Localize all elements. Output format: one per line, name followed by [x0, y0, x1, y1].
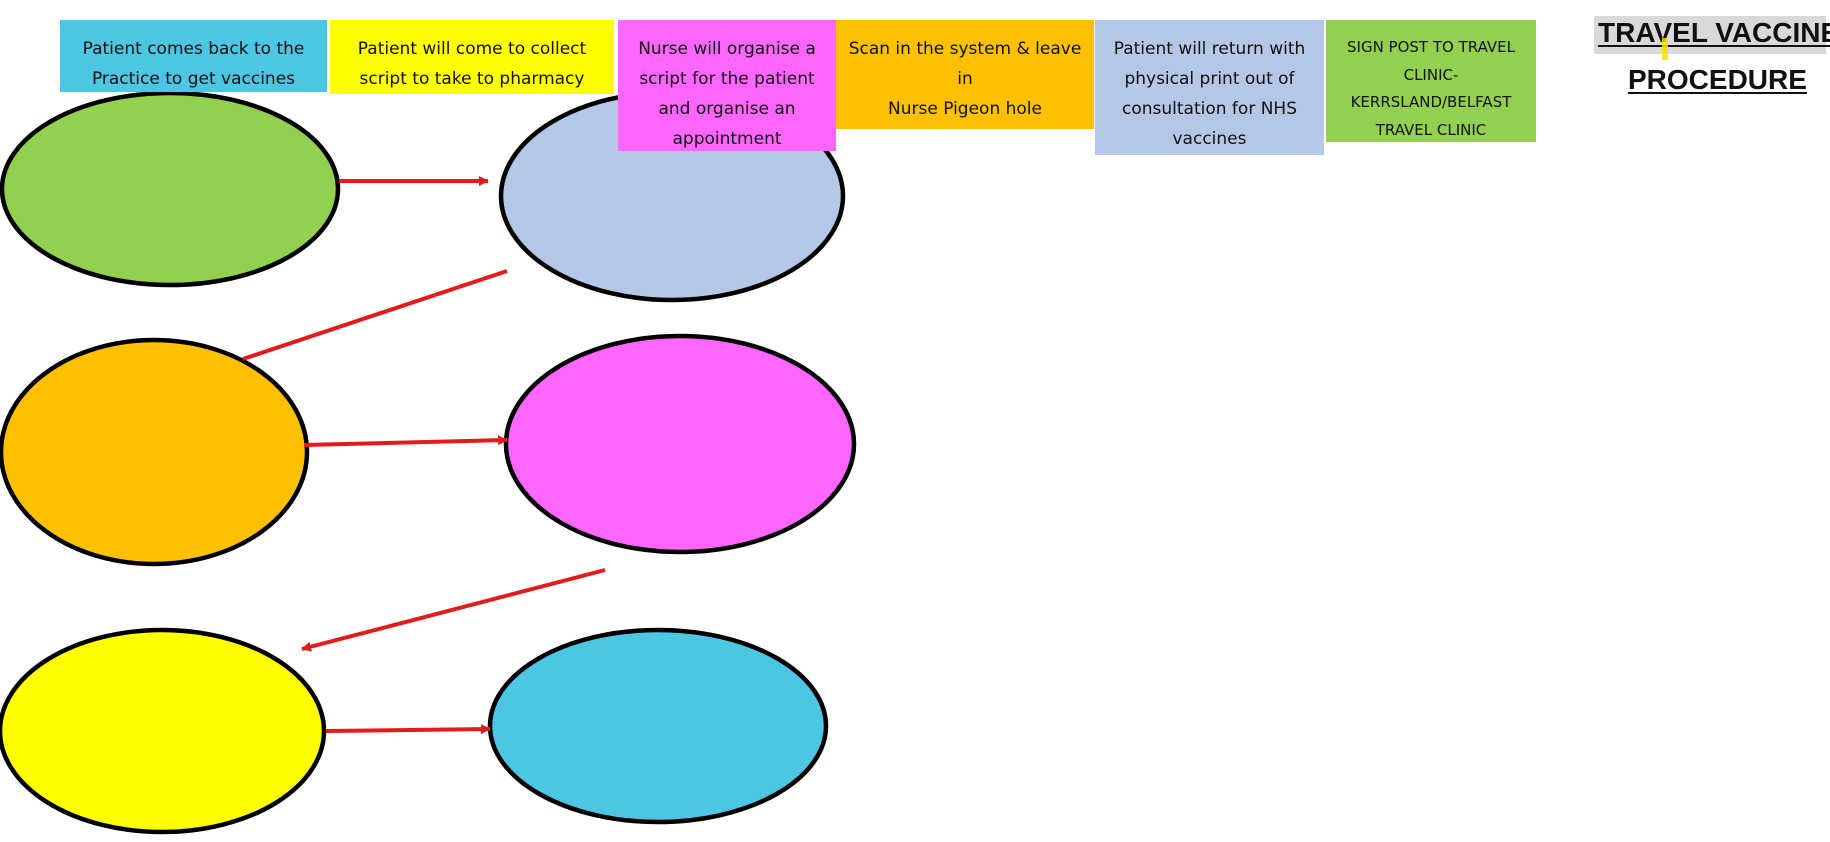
legend-box-orange: Scan in the system & leave in Nurse Pige… — [836, 20, 1094, 129]
title-highlight — [1594, 16, 1826, 54]
legend-text-line: Nurse Pigeon hole — [888, 99, 1042, 119]
legend-text-line: and organise an — [658, 99, 796, 119]
legend-box-magenta: Nurse will organise a script for the pat… — [618, 20, 836, 151]
legend-text-line: KERRSLAND/BELFAST — [1350, 93, 1512, 111]
legend-text-line: Patient comes back to the — [82, 39, 305, 59]
flow-arrow-orange-to-magenta — [303, 435, 508, 447]
legend-box-cyan: Patient comes back to the Practice to ge… — [60, 20, 327, 92]
flow-node-orange-scan — [0, 337, 310, 567]
text-cursor-icon — [1662, 38, 1668, 60]
flow-arrow-magenta-to-yellow — [301, 568, 606, 652]
legend-text-line: TRAVEL CLINIC — [1375, 120, 1487, 139]
legend-text-line: consultation for NHS — [1122, 99, 1297, 119]
flow-node-magenta-nurse — [503, 333, 857, 555]
flow-arrow-yellow-to-cyan — [325, 724, 491, 735]
flow-node-yellow-collect — [0, 627, 327, 835]
legend-box-green: SIGN POST TO TRAVEL CLINIC- KERRSLAND/BE… — [1326, 20, 1536, 142]
page-title-line-2: PROCEDURE — [1628, 64, 1807, 95]
legend-text-line: appointment — [672, 129, 782, 149]
page-title-line-1: TRAVEL VACCINE — [1598, 17, 1830, 48]
flow-connector-lightblue-to-orange — [242, 269, 508, 361]
legend-text-line: SIGN POST TO TRAVEL — [1347, 38, 1515, 56]
legend-box-yellow: Patient will come to collect script to t… — [330, 20, 614, 94]
legend-text-line: Patient will come to collect — [357, 39, 587, 59]
legend-text-line: script for the patient — [639, 69, 815, 89]
legend-text-line: Scan in the system & leave in — [848, 39, 1082, 89]
legend-text-line: Practice to get vaccines — [91, 69, 296, 89]
legend-text-line: Patient will return with — [1113, 39, 1306, 59]
legend-box-lightblue: Patient will return with physical print … — [1095, 20, 1324, 155]
legend-text-line: Nurse will organise a — [638, 39, 816, 59]
legend-text-line: CLINIC- — [1403, 65, 1459, 84]
legend-text-line: physical print out of — [1124, 69, 1295, 89]
legend-text-line: script to take to pharmacy — [359, 69, 585, 89]
legend-text-line: vaccines — [1172, 129, 1247, 149]
flow-node-green-start — [0, 90, 341, 288]
flow-node-cyan-vaccines — [487, 627, 829, 825]
